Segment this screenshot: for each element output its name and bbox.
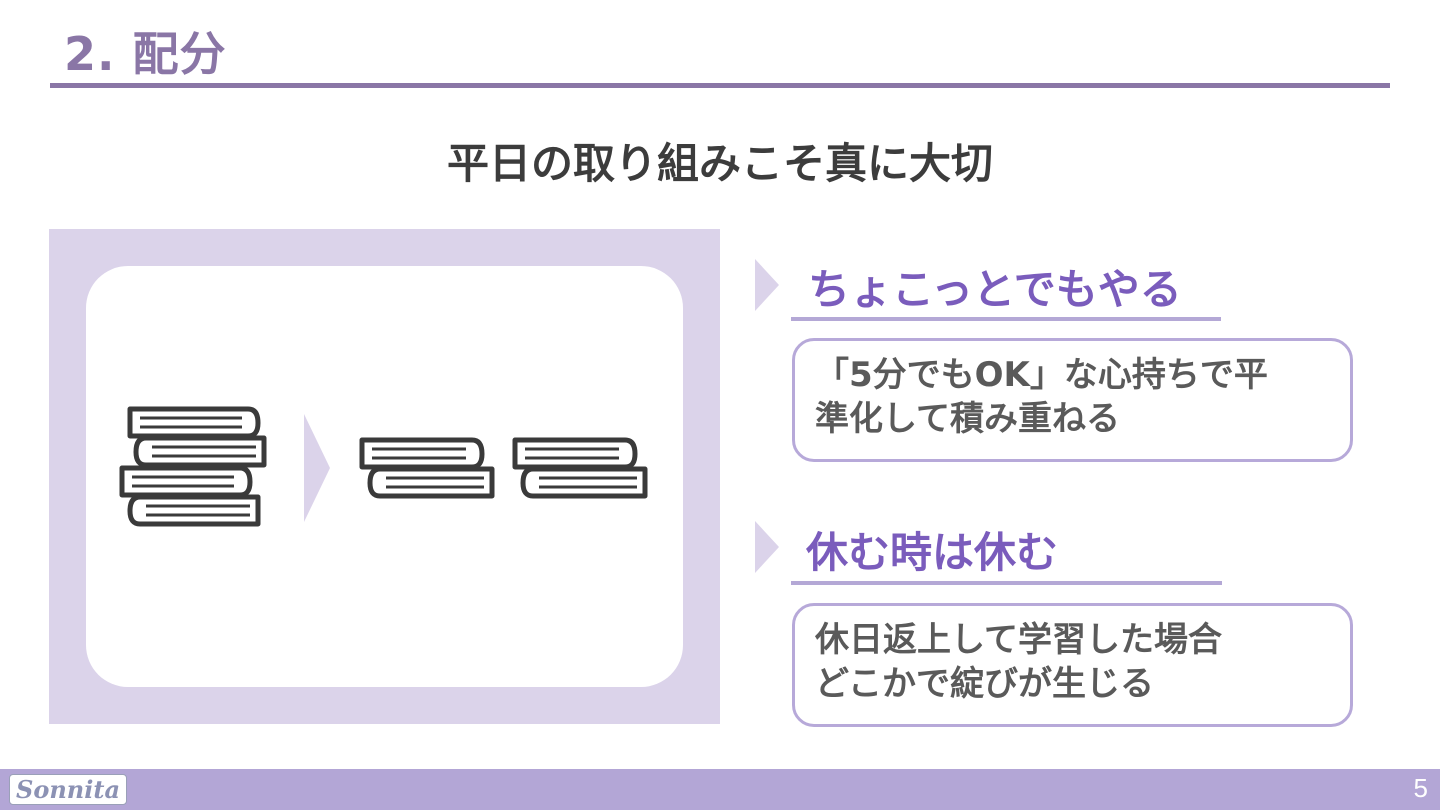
point-2-box: 休日返上して学習した場合 どこかで綻びが生じる	[792, 603, 1353, 727]
point-1-heading: ちょこっとでもやる	[808, 265, 1182, 314]
stacked-books-icon	[119, 406, 267, 527]
illustration-svg	[119, 406, 648, 527]
illustration-card	[86, 266, 683, 687]
split-books-icon	[359, 437, 648, 499]
point-1-line-2: 準化して積み重ねる	[815, 399, 1120, 439]
point-2-line-1: 休日返上して学習した場合	[815, 620, 1222, 660]
illustration-panel	[49, 229, 720, 724]
point-1-arrow-icon	[755, 259, 779, 311]
slide-subtitle: 平日の取り組みこそ真に大切	[446, 139, 993, 188]
footer-bar: Sonnita 5	[0, 769, 1440, 810]
point-1-box: 「5分でもOK」な心持ちで平 準化して積み重ねる	[792, 338, 1353, 462]
point-1-line-1: 「5分でもOK」な心持ちで平	[815, 355, 1268, 395]
chevron-right-icon	[304, 414, 330, 522]
brand-logo: Sonnita	[9, 774, 127, 805]
point-2-arrow-icon	[755, 521, 779, 573]
point-2-line-2: どこかで綻びが生じる	[815, 664, 1154, 704]
point-1-divider	[791, 317, 1221, 321]
point-2-divider	[791, 581, 1222, 585]
page-number: 5	[1413, 773, 1428, 803]
title-divider	[50, 83, 1390, 88]
point-2-heading: 休む時は休む	[806, 528, 1059, 577]
slide-title: 2. 配分	[64, 27, 227, 81]
